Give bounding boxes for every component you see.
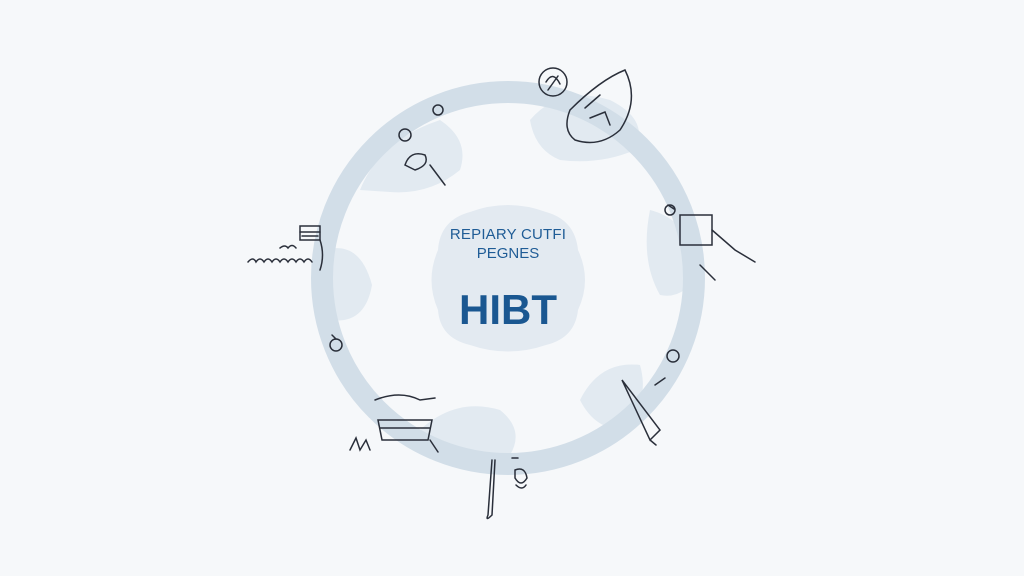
desk-icon [349,394,439,453]
diagram-title: HIBT [459,286,557,333]
center-label: REPIARY CUTFI PEGNES HIBT [428,212,588,334]
center-badge [431,205,585,352]
pen-icon [621,377,666,446]
cycle-ring [311,81,705,475]
gear-icon [398,104,446,186]
person-icon [247,225,324,271]
subtitle-line-2: PEGNES [476,245,540,262]
document-icon [486,457,528,520]
globe-icon [538,67,633,144]
subtitle-line-1: REPIARY CUTFI [449,226,567,243]
computer-icon [664,204,756,281]
blob-left [325,248,372,321]
tools-icon [329,334,680,363]
